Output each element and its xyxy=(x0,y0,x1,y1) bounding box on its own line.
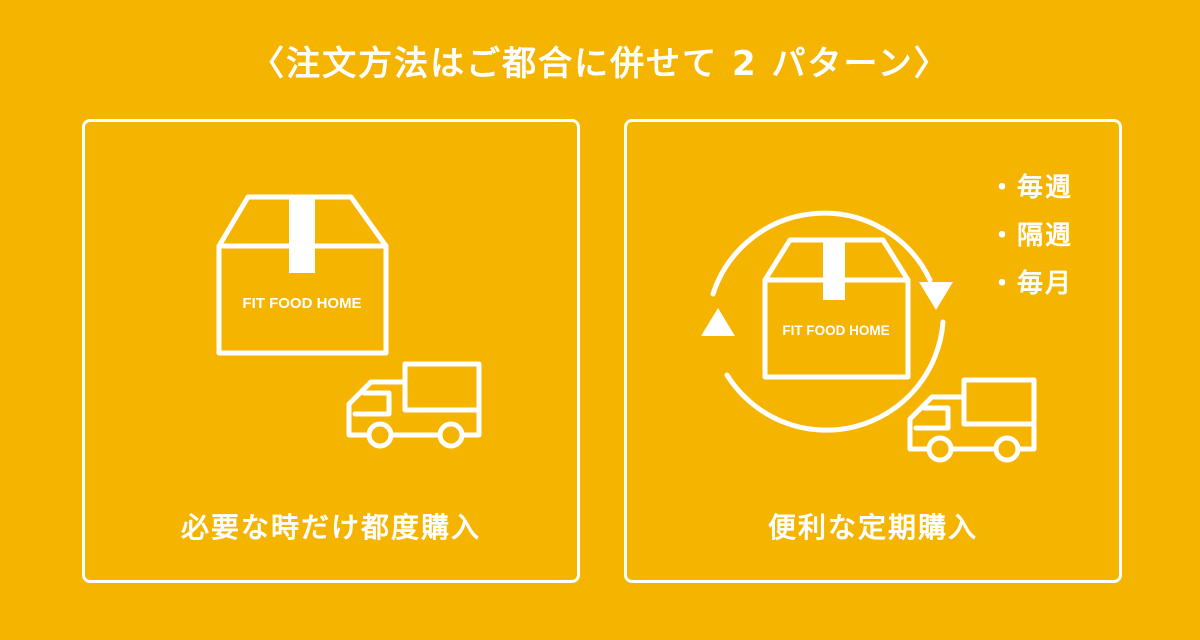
frequency-options-list: ・毎週 ・隔週 ・毎月 xyxy=(989,164,1073,308)
subscription-caption: 便利な定期購入 xyxy=(767,511,978,544)
frequency-option-monthly: ・毎月 xyxy=(989,269,1074,299)
subscription-card: FIT FOOD HOME ・毎週 ・隔週 ・毎月 便利な定期購入 xyxy=(624,119,1122,583)
page-heading: 〈注文方法はご都合に併せて 2 パターン〉 xyxy=(250,44,950,84)
box-label: FIT FOOD HOME xyxy=(242,295,361,312)
frequency-option-biweekly: ・隔週 xyxy=(989,221,1074,251)
frequency-option-weekly: ・毎週 xyxy=(989,173,1074,203)
delivery-truck-icon xyxy=(346,361,482,449)
cardboard-box-icon xyxy=(216,194,389,356)
cardboard-box-icon xyxy=(762,237,911,380)
one-time-illustration: FIT FOOD HOME xyxy=(216,194,482,449)
one-time-caption: 必要な時だけ都度購入 xyxy=(180,511,481,544)
subscription-illustration: FIT FOOD HOME xyxy=(701,210,1037,463)
delivery-truck-icon xyxy=(907,377,1037,463)
cycle-arrows-icon xyxy=(701,210,953,433)
one-time-purchase-card: FIT FOOD HOME 必要な時だけ都度購入 xyxy=(82,119,580,583)
box-label: FIT FOOD HOME xyxy=(782,323,889,338)
